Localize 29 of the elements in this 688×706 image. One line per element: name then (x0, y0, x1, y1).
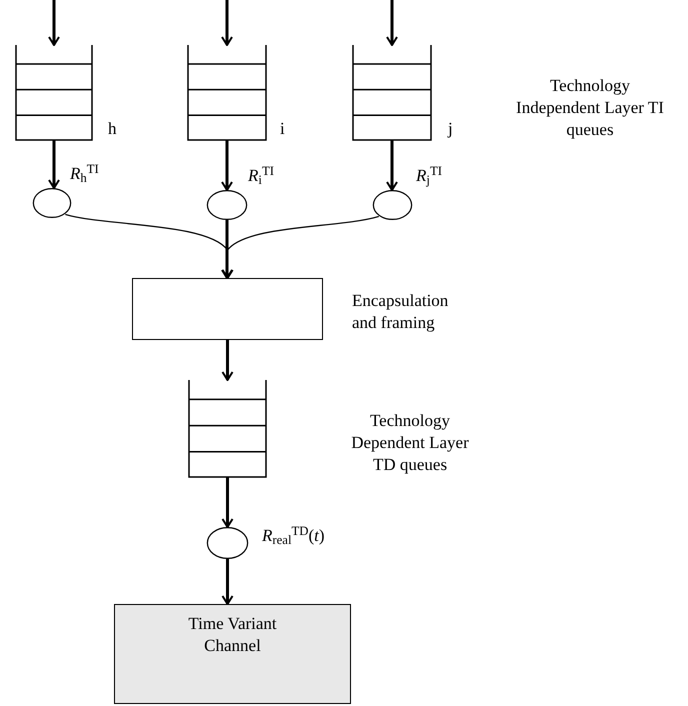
queue-drawing (189, 380, 266, 477)
server-circle (207, 527, 248, 559)
queue-drawing (16, 45, 92, 140)
layer-label: Technology Independent Layer TI queues (515, 75, 665, 141)
server-circle (33, 188, 71, 218)
arrow (222, 559, 234, 605)
arrow (221, 140, 233, 191)
arrow (222, 340, 234, 381)
arrow (386, 0, 398, 46)
server-circle (373, 190, 412, 220)
arrow (221, 0, 233, 46)
rate-label: R$_{real}$$^{TD}$(t) (262, 525, 325, 547)
queue-drawing (188, 45, 266, 140)
layer-label: Technology Dependent Layer TD queues (350, 410, 470, 476)
queue-label: j (448, 118, 453, 140)
node-label: Time Variant Channel (187, 613, 278, 657)
node-caption: Encapsulation and framing (352, 290, 450, 334)
channel-box (114, 604, 351, 704)
process-box (132, 278, 323, 340)
arrow (222, 216, 379, 279)
arrow (221, 220, 233, 279)
queue-label: h (108, 118, 116, 140)
arrow (48, 0, 60, 46)
server-circle (207, 190, 247, 220)
arrow (386, 140, 398, 191)
arrow (222, 477, 234, 528)
arrow (48, 140, 60, 189)
queue-label: i (280, 118, 285, 140)
queue-drawing (353, 45, 431, 140)
